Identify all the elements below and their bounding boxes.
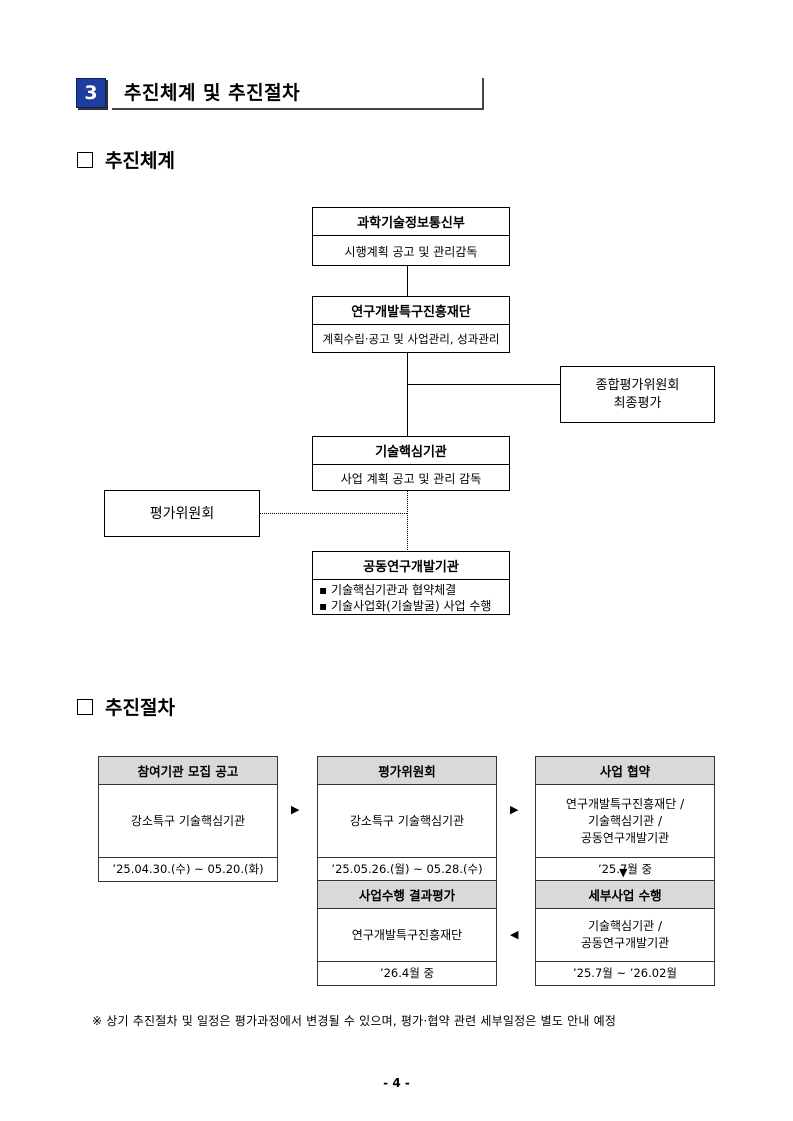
step-body: 기술핵심기관 / 공동연구개발기관	[536, 909, 714, 962]
step-body: 연구개발특구진흥재단 / 기술핵심기관 / 공동연구개발기관	[536, 785, 714, 858]
step-evaluation: 평가위원회 강소특구 기술핵심기관 ’25.05.26.(월) ~ 05.28.…	[317, 756, 497, 882]
checkbox-square-icon	[77, 698, 93, 715]
foundation-role: 계획수립·공고 및 사업관리, 성과관리	[322, 332, 500, 346]
step-agreement: 사업 협약 연구개발특구진흥재단 / 기술핵심기관 / 공동연구개발기관 ’25…	[535, 756, 715, 882]
msit-title: 과학기술정보통신부	[313, 208, 509, 236]
eval-committee-name: 평가위원회	[149, 505, 215, 522]
procedure-heading-text: 추진절차	[105, 697, 175, 719]
arrow-right-icon: ▶	[291, 803, 300, 816]
step-header: 세부사업 수행	[536, 881, 714, 909]
arrow-down-icon: ▼	[619, 866, 628, 879]
connector-line	[407, 265, 408, 297]
procedure-heading: 추진절차	[77, 693, 175, 720]
step-date: ’25.05.26.(월) ~ 05.28.(수)	[331, 862, 483, 876]
joint-institution-title: 공동연구개발기관	[313, 552, 509, 580]
joint-role-item: ▪ 기술핵심기관과 협약체결	[319, 583, 457, 597]
section-title-underline	[112, 108, 484, 110]
final-committee-name: 종합평가위원회	[595, 377, 680, 393]
core-institution-box: 기술핵심기관 사업 계획 공고 및 관리 감독	[312, 436, 510, 491]
arrow-right-icon: ▶	[510, 803, 519, 816]
step-date: ’25.7월 ~ ’26.02월	[573, 966, 677, 980]
step-header: 평가위원회	[318, 757, 496, 785]
dotted-connector-line	[260, 513, 407, 514]
joint-institution-box: 공동연구개발기관 ▪ 기술핵심기관과 협약체결 ▪ 기술사업화(기술발굴) 사업…	[312, 551, 510, 615]
joint-role-item: ▪ 기술사업화(기술발굴) 사업 수행	[319, 599, 492, 613]
core-institution-title: 기술핵심기관	[313, 437, 509, 465]
step-date: ’25.7월 중	[597, 862, 653, 876]
connector-line	[407, 352, 408, 437]
step-header: 참여기관 모집 공고	[99, 757, 277, 785]
step-header: 사업수행 결과평가	[318, 881, 496, 909]
system-heading: 추진체계	[77, 146, 175, 173]
connector-line	[407, 384, 560, 385]
foundation-title: 연구개발특구진흥재단	[313, 297, 509, 325]
step-date: ’25.04.30.(수) ~ 05.20.(화)	[112, 862, 264, 876]
section-number-badge: 3	[76, 78, 106, 108]
step-body: 강소특구 기술핵심기관	[99, 785, 277, 858]
eval-committee-box: 평가위원회	[104, 490, 260, 537]
step-date: ’26.4월 중	[379, 966, 435, 980]
step-recruitment: 참여기관 모집 공고 강소특구 기술핵심기관 ’25.04.30.(수) ~ 0…	[98, 756, 278, 882]
section-title-rule	[482, 78, 484, 110]
foundation-box: 연구개발특구진흥재단 계획수립·공고 및 사업관리, 성과관리	[312, 296, 510, 353]
step-header: 사업 협약	[536, 757, 714, 785]
page-number: - 4 -	[383, 1076, 410, 1090]
core-institution-role: 사업 계획 공고 및 관리 감독	[340, 471, 482, 486]
step-result-evaluation: 사업수행 결과평가 연구개발특구진흥재단 ’26.4월 중	[317, 880, 497, 986]
section-title: 추진체계 및 추진절차	[124, 82, 301, 104]
dotted-connector-line	[407, 490, 408, 552]
final-committee-role: 최종평가	[613, 395, 662, 411]
msit-box: 과학기술정보통신부 시행계획 공고 및 관리감독	[312, 207, 510, 266]
schedule-note: ※ 상기 추진절차 및 일정은 평가과정에서 변경될 수 있으며, 평가·협약 …	[92, 1014, 617, 1028]
step-body: 강소특구 기술핵심기관	[318, 785, 496, 858]
arrow-left-icon: ◀	[510, 928, 519, 941]
final-committee-box: 종합평가위원회 최종평가	[560, 366, 715, 423]
msit-role: 시행계획 공고 및 관리감독	[344, 244, 478, 259]
step-execution: 세부사업 수행 기술핵심기관 / 공동연구개발기관 ’25.7월 ~ ’26.0…	[535, 880, 715, 986]
system-heading-text: 추진체계	[105, 150, 175, 172]
step-body: 연구개발특구진흥재단	[318, 909, 496, 962]
checkbox-square-icon	[77, 151, 93, 168]
